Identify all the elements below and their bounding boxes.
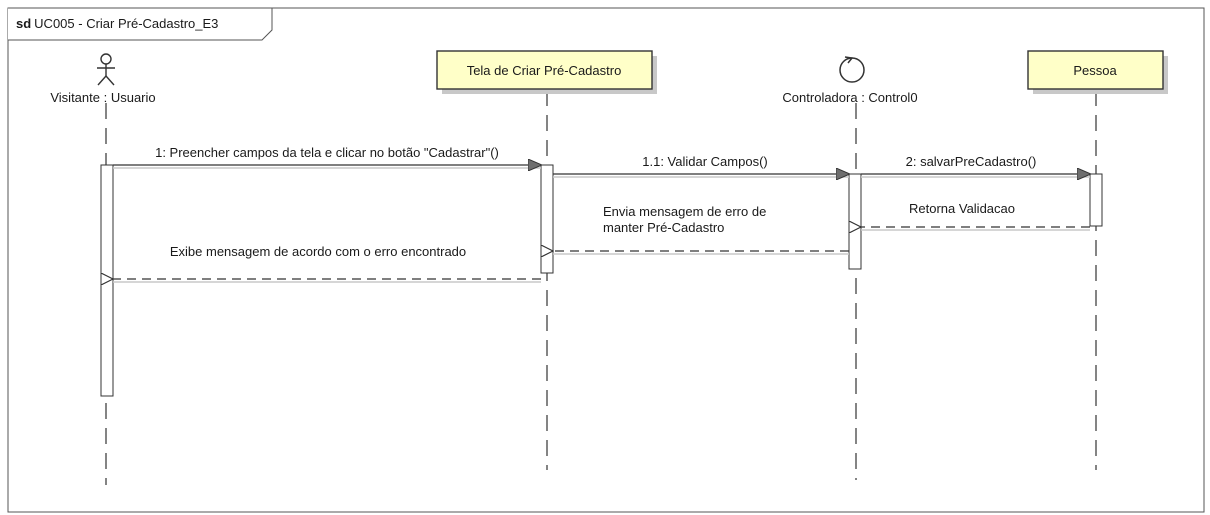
entity-label: Pessoa — [1073, 63, 1117, 78]
message-5-label: Envia mensagem de erro de manter Pré-Cad… — [603, 204, 770, 235]
entity-box — [1027, 50, 1164, 90]
message-6-label: Exibe mensagem de acordo com o erro enco… — [170, 244, 466, 259]
message-1-label: 1: Preencher campos da tela e clicar no … — [155, 145, 499, 160]
controller-label: Controladora : Control0 — [782, 90, 917, 105]
message-2-label: 1.1: Validar Campos() — [642, 154, 767, 169]
actor-label: Visitante : Usuario — [50, 90, 155, 105]
screen-box — [436, 50, 653, 90]
message-4-label: Retorna Validacao — [909, 201, 1015, 216]
frame-border — [7, 7, 1205, 513]
activation-screen — [540, 164, 554, 274]
activation-controller — [848, 173, 862, 270]
message-3-label: 2: salvarPreCadastro() — [906, 154, 1037, 169]
activation-entity — [1089, 173, 1103, 227]
actor-icon — [97, 53, 115, 86]
screen-label: Tela de Criar Pré-Cadastro — [467, 63, 622, 78]
control-icon — [839, 56, 865, 83]
activation-actor — [100, 164, 114, 397]
frame-tab — [8, 7, 273, 41]
